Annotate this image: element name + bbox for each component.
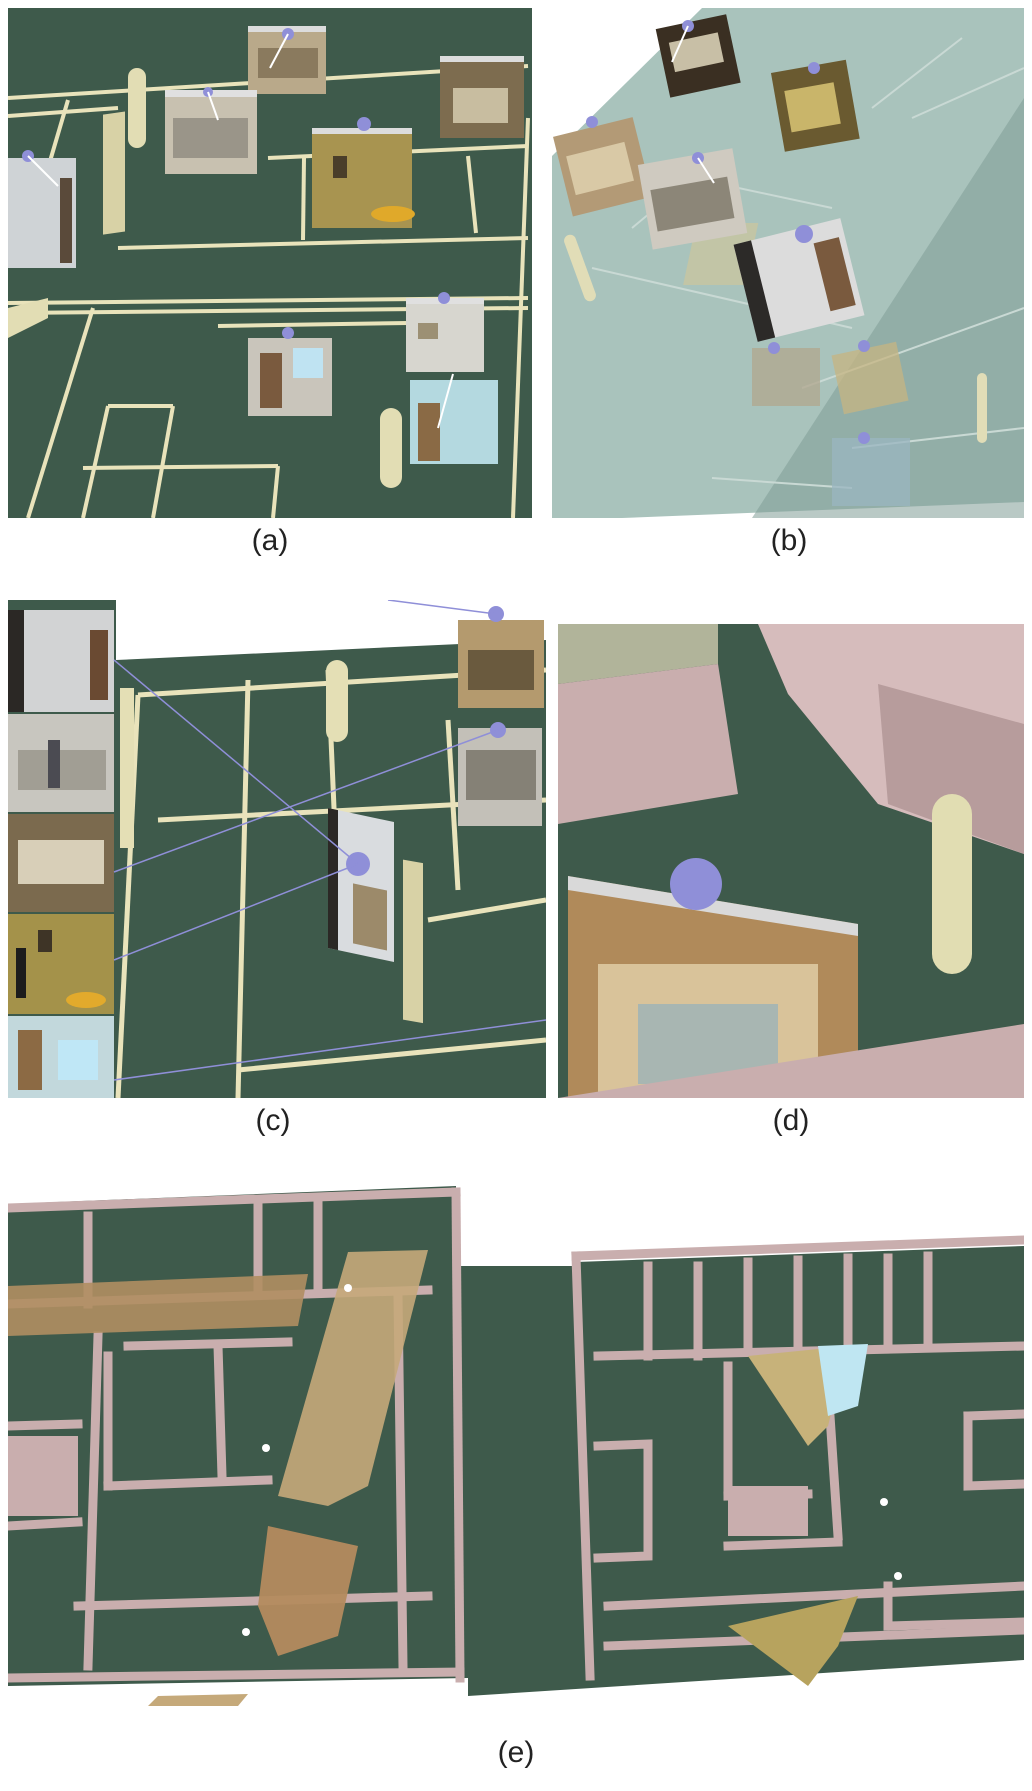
camera-photo bbox=[312, 128, 415, 228]
panel-e-scene bbox=[8, 1186, 1024, 1706]
camera-photo bbox=[328, 808, 394, 963]
panel-a-scene bbox=[8, 8, 532, 518]
camera-photo bbox=[637, 148, 748, 250]
photo-strip bbox=[8, 610, 114, 1098]
panel-e-label: (e) bbox=[497, 1736, 535, 1769]
panel-d-scene bbox=[558, 624, 1024, 1098]
camera-photo bbox=[770, 59, 860, 152]
panel-b bbox=[552, 8, 1024, 518]
camera-photo bbox=[553, 117, 653, 217]
panel-c-label: (c) bbox=[255, 1104, 291, 1137]
panel-d bbox=[558, 624, 1024, 1098]
camera-photo bbox=[440, 56, 524, 138]
projected-texture bbox=[8, 1250, 868, 1706]
camera-photo bbox=[8, 158, 76, 268]
camera-photo bbox=[655, 14, 741, 98]
camera-photo bbox=[248, 338, 332, 416]
camera-photo bbox=[410, 380, 498, 464]
panel-a-label: (a) bbox=[251, 524, 289, 557]
camera-photo bbox=[733, 218, 865, 342]
panel-b-label: (b) bbox=[770, 524, 808, 557]
camera-photo bbox=[406, 298, 484, 372]
panel-d-label: (d) bbox=[772, 1104, 810, 1137]
camera-photo bbox=[458, 620, 544, 826]
panel-b-scene bbox=[552, 8, 1024, 518]
panel-e bbox=[8, 1186, 1024, 1706]
panel-a bbox=[8, 8, 532, 518]
camera-photo bbox=[752, 341, 910, 506]
panel-c bbox=[8, 600, 546, 1098]
panel-c-scene bbox=[8, 600, 546, 1098]
